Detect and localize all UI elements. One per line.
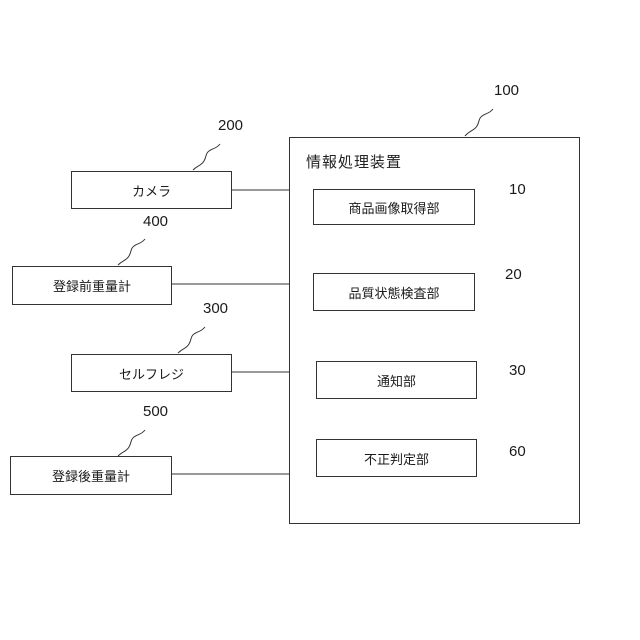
post-registration-scale-box: 登録後重量計 [10, 456, 172, 495]
leader-100 [465, 109, 493, 136]
ref-500: 500 [143, 403, 168, 420]
leader-500 [118, 430, 145, 456]
ref-200: 200 [218, 117, 243, 134]
ref-300: 300 [203, 300, 228, 317]
ref-400: 400 [143, 213, 168, 230]
pre-registration-scale-box: 登録前重量計 [12, 266, 172, 305]
ref-30: 30 [509, 362, 526, 379]
image-acquisition-unit: 商品画像取得部 [313, 189, 475, 225]
leader-300 [178, 327, 205, 353]
ref-10: 10 [509, 181, 526, 198]
fraud-judgment-unit: 不正判定部 [316, 439, 477, 477]
leader-200 [193, 144, 220, 170]
leader-400 [118, 239, 145, 265]
information-processing-device-title: 情報処理装置 [306, 151, 402, 172]
quality-inspection-unit: 品質状態検査部 [313, 273, 475, 311]
notification-unit: 通知部 [316, 361, 477, 399]
ref-60: 60 [509, 443, 526, 460]
self-register-box: セルフレジ [71, 354, 232, 392]
camera-box: カメラ [71, 171, 232, 209]
ref-20: 20 [505, 266, 522, 283]
ref-100: 100 [494, 82, 519, 99]
